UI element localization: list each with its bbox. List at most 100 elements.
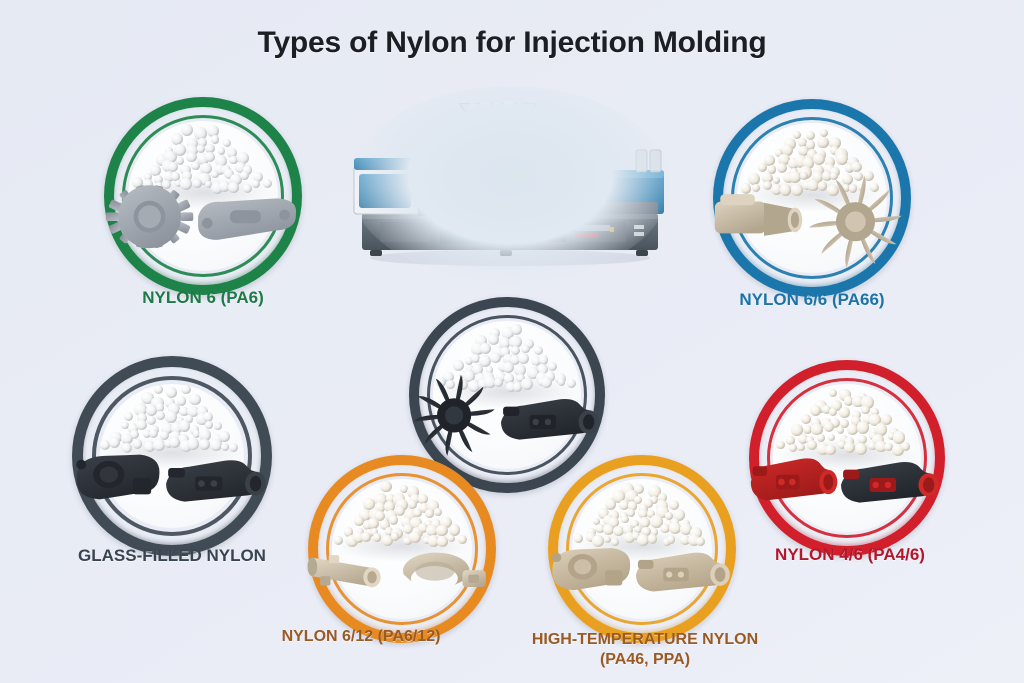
pellet: [807, 179, 819, 192]
ring-outer: [713, 99, 911, 297]
pellet: [226, 148, 237, 158]
pellet: [791, 424, 803, 436]
pellet: [857, 434, 867, 445]
nylon-type-badge-high-temperature-nylon[interactable]: [548, 455, 736, 643]
pellet: [825, 444, 836, 456]
pellet: [680, 535, 690, 545]
pellet: [100, 439, 111, 450]
nylon-type-badge-nylon-4-6[interactable]: [749, 360, 945, 556]
pellet: [586, 532, 597, 543]
pellet: [230, 173, 242, 186]
pellet: [240, 171, 250, 181]
pellet-pile: [776, 385, 913, 457]
pellet-pile: [333, 479, 467, 547]
badge-content: [307, 455, 496, 643]
pellet: [680, 523, 693, 536]
pellet: [639, 504, 648, 513]
pellet: [363, 498, 376, 511]
pellet: [196, 413, 208, 425]
pellet: [586, 527, 596, 537]
pellet: [547, 361, 557, 371]
pellet: [778, 154, 790, 166]
pellet: [801, 414, 811, 424]
pellet: [407, 500, 417, 510]
pellet: [827, 433, 835, 441]
pellet: [823, 164, 836, 176]
molded-part-right: [499, 389, 601, 448]
pellet: [828, 388, 838, 398]
pellet: [592, 534, 605, 547]
pellet: [409, 493, 420, 505]
pellet: [146, 404, 158, 417]
pellet: [650, 515, 663, 528]
pellet: [427, 535, 439, 547]
pellet: [790, 183, 803, 196]
pellet: [531, 356, 541, 367]
pellet: [798, 146, 809, 157]
pellet: [622, 525, 633, 536]
pellet: [198, 138, 207, 147]
ring-inner: [326, 473, 478, 625]
machine-backdrop: [350, 86, 670, 282]
pellet: [668, 500, 679, 511]
pellet: [624, 532, 636, 544]
pellet: [660, 523, 670, 533]
pellet: [179, 406, 189, 417]
pellet: [527, 367, 539, 380]
pellet: [592, 517, 601, 526]
pellet: [810, 418, 821, 429]
pellet: [870, 407, 879, 416]
pellet: [891, 444, 905, 457]
pellet: [799, 171, 808, 181]
pellet: [854, 443, 868, 456]
pellet-pile: [740, 125, 880, 196]
pellet: [805, 140, 816, 150]
ring-outer: [548, 455, 736, 643]
pellet: [607, 517, 619, 529]
pellet-pile: [573, 479, 706, 547]
ring-outer: [72, 356, 272, 556]
pellet: [630, 519, 639, 529]
molded-part-left: [749, 448, 839, 509]
injection-molding-machine: [340, 82, 680, 282]
pellet: [468, 379, 481, 392]
pellet: [807, 439, 818, 450]
nylon-type-badge-nylon-6-6[interactable]: [713, 99, 911, 297]
pellet: [827, 184, 839, 196]
pellet: [695, 537, 705, 547]
pellet: [228, 182, 239, 194]
nylon-type-badge-nylon-6-12[interactable]: [307, 455, 496, 643]
pellet: [829, 171, 839, 181]
pellet: [423, 536, 431, 544]
ring-outer: [104, 97, 302, 295]
pellet: [173, 143, 187, 157]
pellet: [870, 183, 880, 193]
pellet: [829, 145, 840, 156]
pellet: [465, 365, 474, 373]
pellet: [192, 430, 201, 438]
nylon-type-badge-nylon-center[interactable]: [409, 297, 605, 493]
pellet: [178, 419, 191, 432]
pellet: [205, 143, 216, 154]
pellet: [851, 161, 863, 173]
pellet: [501, 326, 514, 339]
pellet: [822, 171, 832, 181]
pellet: [544, 371, 556, 383]
nylon-type-badge-glass-filled-nylon[interactable]: [72, 356, 272, 556]
pellet: [517, 352, 529, 364]
nylon-type-badge-nylon-6[interactable]: [104, 97, 302, 295]
pellet: [627, 501, 638, 511]
pellet: [655, 499, 668, 512]
pellet: [131, 177, 143, 189]
pellet: [399, 484, 409, 494]
pellet: [789, 444, 798, 453]
pellet: [196, 144, 206, 154]
pellet: [191, 178, 202, 189]
pellet: [156, 411, 165, 421]
pellet: [523, 338, 535, 350]
pellet: [143, 178, 154, 190]
pellet: [835, 152, 849, 165]
pellet: [817, 181, 828, 191]
pellet: [829, 407, 838, 416]
badge-content: [713, 99, 911, 297]
